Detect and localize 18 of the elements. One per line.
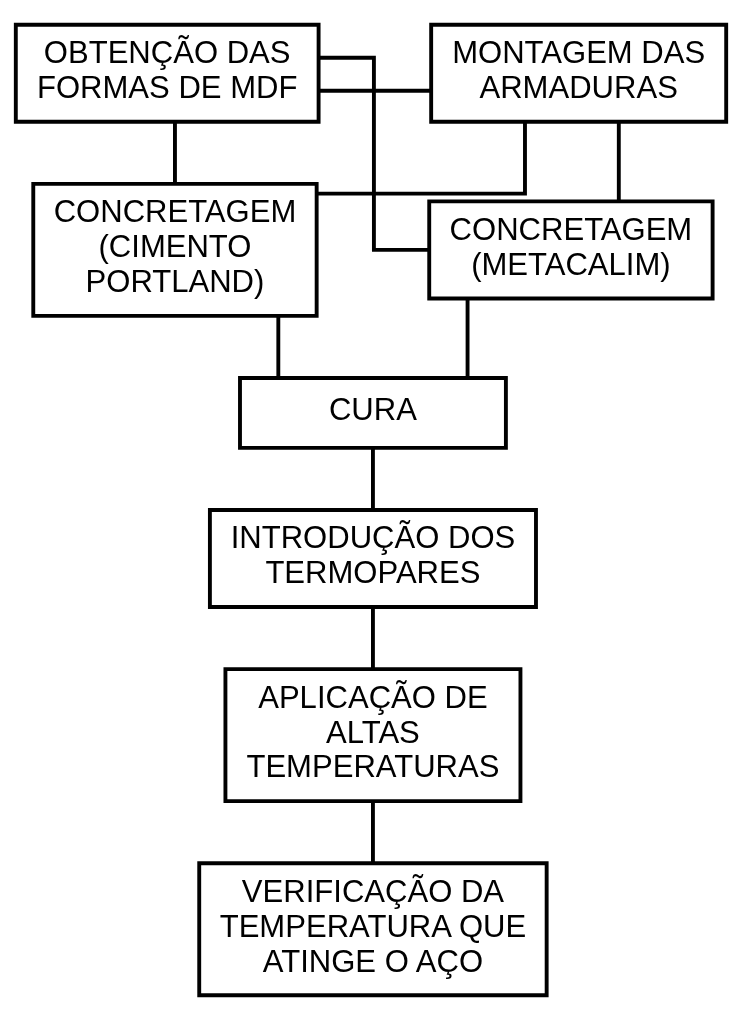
- node-box: INTRODUÇÃO DOS TERMOPARES: [207, 508, 538, 609]
- node-box: OBTENÇÃO DAS FORMAS DE MDF: [13, 22, 321, 124]
- connector: [316, 122, 527, 196]
- connector: [319, 55, 429, 252]
- connector: [173, 122, 177, 184]
- node-box: APLICAÇÃO DE ALTAS TEMPERATURAS: [223, 667, 523, 804]
- connector: [465, 298, 470, 378]
- node-box: VERIFICAÇÃO DA TEMPERATURA QUE ATINGE O AÇO: [197, 861, 549, 998]
- connector: [318, 88, 431, 93]
- connector: [371, 801, 375, 863]
- connector: [371, 448, 375, 510]
- node-box: CONCRETAGEM (METACALIM): [427, 199, 715, 301]
- connector: [616, 122, 621, 201]
- node-box: CONCRETAGEM (CIMENTO PORTLAND): [31, 182, 319, 318]
- node-box: MONTAGEM DAS ARMADURAS: [429, 22, 729, 124]
- connector: [371, 607, 375, 670]
- node-box: CURA: [238, 376, 508, 450]
- connector: [276, 316, 281, 378]
